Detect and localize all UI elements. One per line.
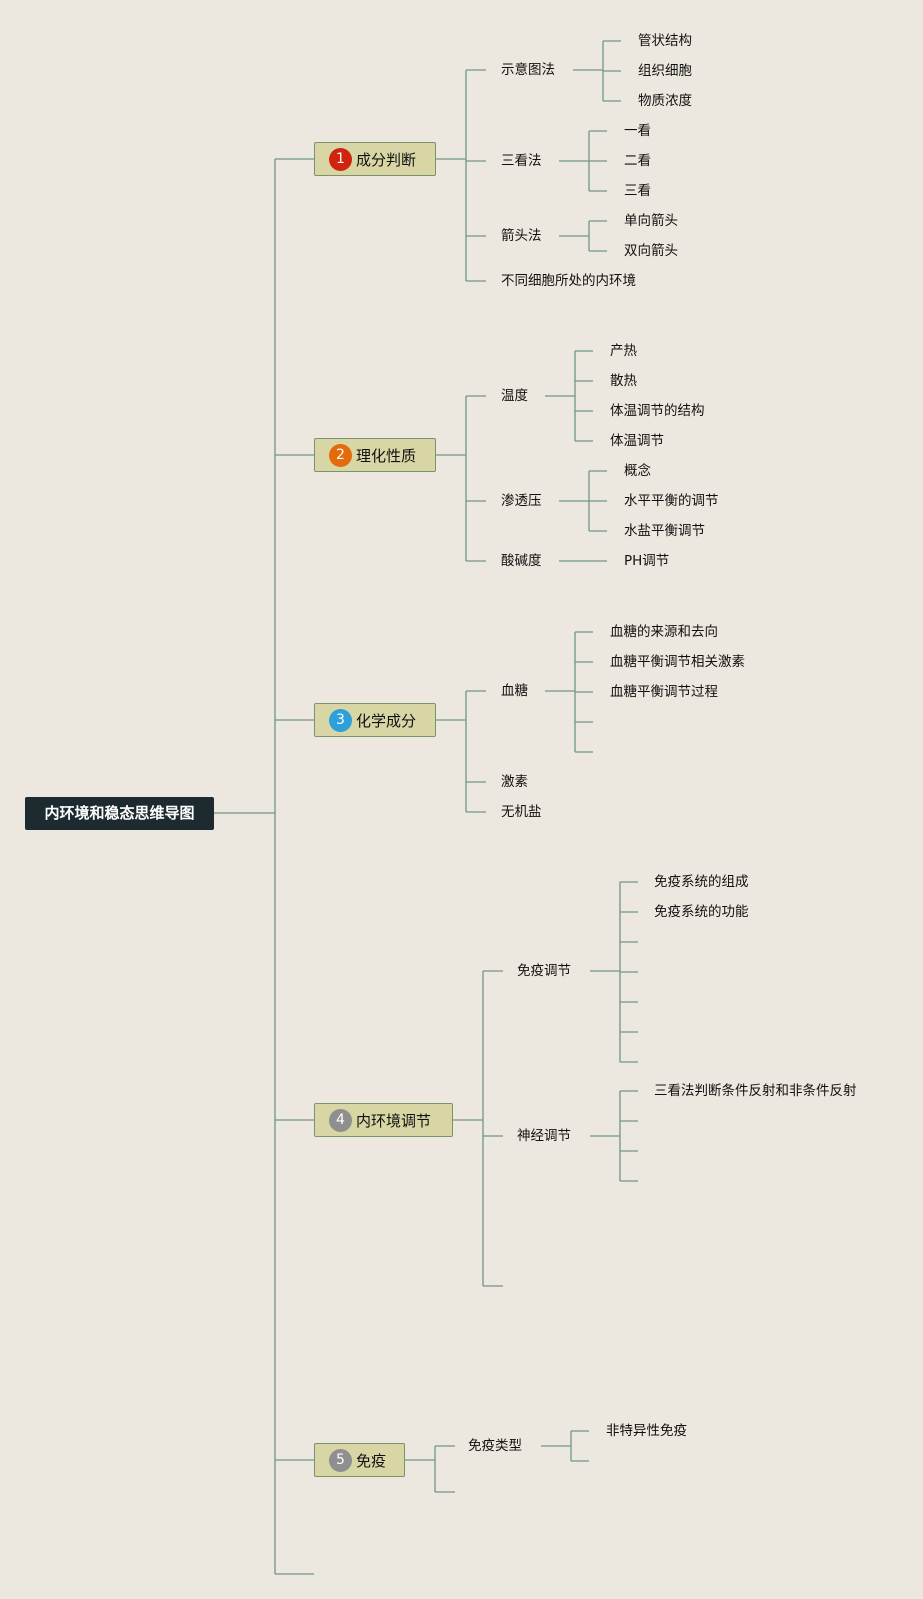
topic-1-node[interactable]: 1 成分判断: [314, 142, 436, 176]
subtopic-node[interactable]: 免疫调节: [517, 963, 571, 979]
topic-label: 化学成分: [356, 711, 417, 730]
topic-label: 免疫: [356, 1451, 387, 1470]
topic-3-node[interactable]: 3 化学成分: [314, 703, 436, 737]
subtopic-node[interactable]: 激素: [501, 774, 528, 790]
subtopic-node[interactable]: 示意图法: [501, 62, 555, 78]
leaf-node[interactable]: 体温调节: [610, 433, 664, 449]
leaf-node[interactable]: 免疫系统的组成: [654, 874, 749, 890]
leaf-node[interactable]: 水平平衡的调节: [624, 493, 719, 509]
leaf-node[interactable]: 免疫系统的功能: [654, 904, 749, 920]
root-node[interactable]: 内环境和稳态思维导图: [25, 797, 214, 830]
leaf-node[interactable]: 产热: [610, 343, 637, 359]
subtopic-node[interactable]: 神经调节: [517, 1128, 571, 1144]
subtopic-node[interactable]: 无机盐: [501, 804, 542, 820]
subtopic-node[interactable]: 酸碱度: [501, 553, 542, 569]
leaf-node[interactable]: 组织细胞: [638, 63, 692, 79]
leaf-node[interactable]: 散热: [610, 373, 637, 389]
subtopic-node[interactable]: 三看法: [501, 153, 542, 169]
leaf-node[interactable]: 水盐平衡调节: [624, 523, 705, 539]
leaf-node[interactable]: 三看: [624, 183, 651, 199]
topic-4-node[interactable]: 4 内环境调节: [314, 1103, 453, 1137]
leaf-node[interactable]: 非特异性免疫: [606, 1423, 687, 1439]
subtopic-node[interactable]: 免疫类型: [468, 1438, 522, 1454]
subtopic-node[interactable]: 渗透压: [501, 493, 542, 509]
leaf-node[interactable]: 管状结构: [638, 33, 692, 49]
topic-5-node[interactable]: 5 免疫: [314, 1443, 405, 1477]
leaf-node[interactable]: PH调节: [624, 553, 670, 569]
subtopic-node[interactable]: 血糖: [501, 683, 528, 699]
topic-number-badge: 4: [329, 1108, 352, 1132]
subtopic-node[interactable]: 不同细胞所处的内环境: [501, 273, 636, 289]
topic-2-node[interactable]: 2 理化性质: [314, 438, 436, 472]
leaf-node[interactable]: 血糖平衡调节相关激素: [610, 654, 745, 670]
subtopic-node[interactable]: 箭头法: [501, 228, 542, 244]
topic-number-badge: 3: [329, 708, 352, 732]
leaf-node[interactable]: 双向箭头: [624, 243, 678, 259]
leaf-node[interactable]: 血糖平衡调节过程: [610, 684, 718, 700]
leaf-node[interactable]: 单向箭头: [624, 213, 678, 229]
topic-number-badge: 2: [329, 443, 352, 467]
topic-label: 成分判断: [356, 150, 417, 169]
leaf-node[interactable]: 血糖的来源和去向: [610, 624, 718, 640]
topic-label: 理化性质: [356, 446, 417, 465]
topic-label: 内环境调节: [356, 1111, 432, 1130]
topic-number-badge: 1: [329, 147, 352, 171]
subtopic-node[interactable]: 温度: [501, 388, 528, 404]
leaf-node[interactable]: 二看: [624, 153, 651, 169]
leaf-node[interactable]: 一看: [624, 123, 651, 139]
leaf-node[interactable]: 三看法判断条件反射和非条件反射: [654, 1083, 857, 1099]
leaf-node[interactable]: 物质浓度: [638, 93, 692, 109]
leaf-node[interactable]: 体温调节的结构: [610, 403, 705, 419]
leaf-node[interactable]: 概念: [624, 463, 651, 479]
topic-number-badge: 5: [329, 1448, 352, 1472]
